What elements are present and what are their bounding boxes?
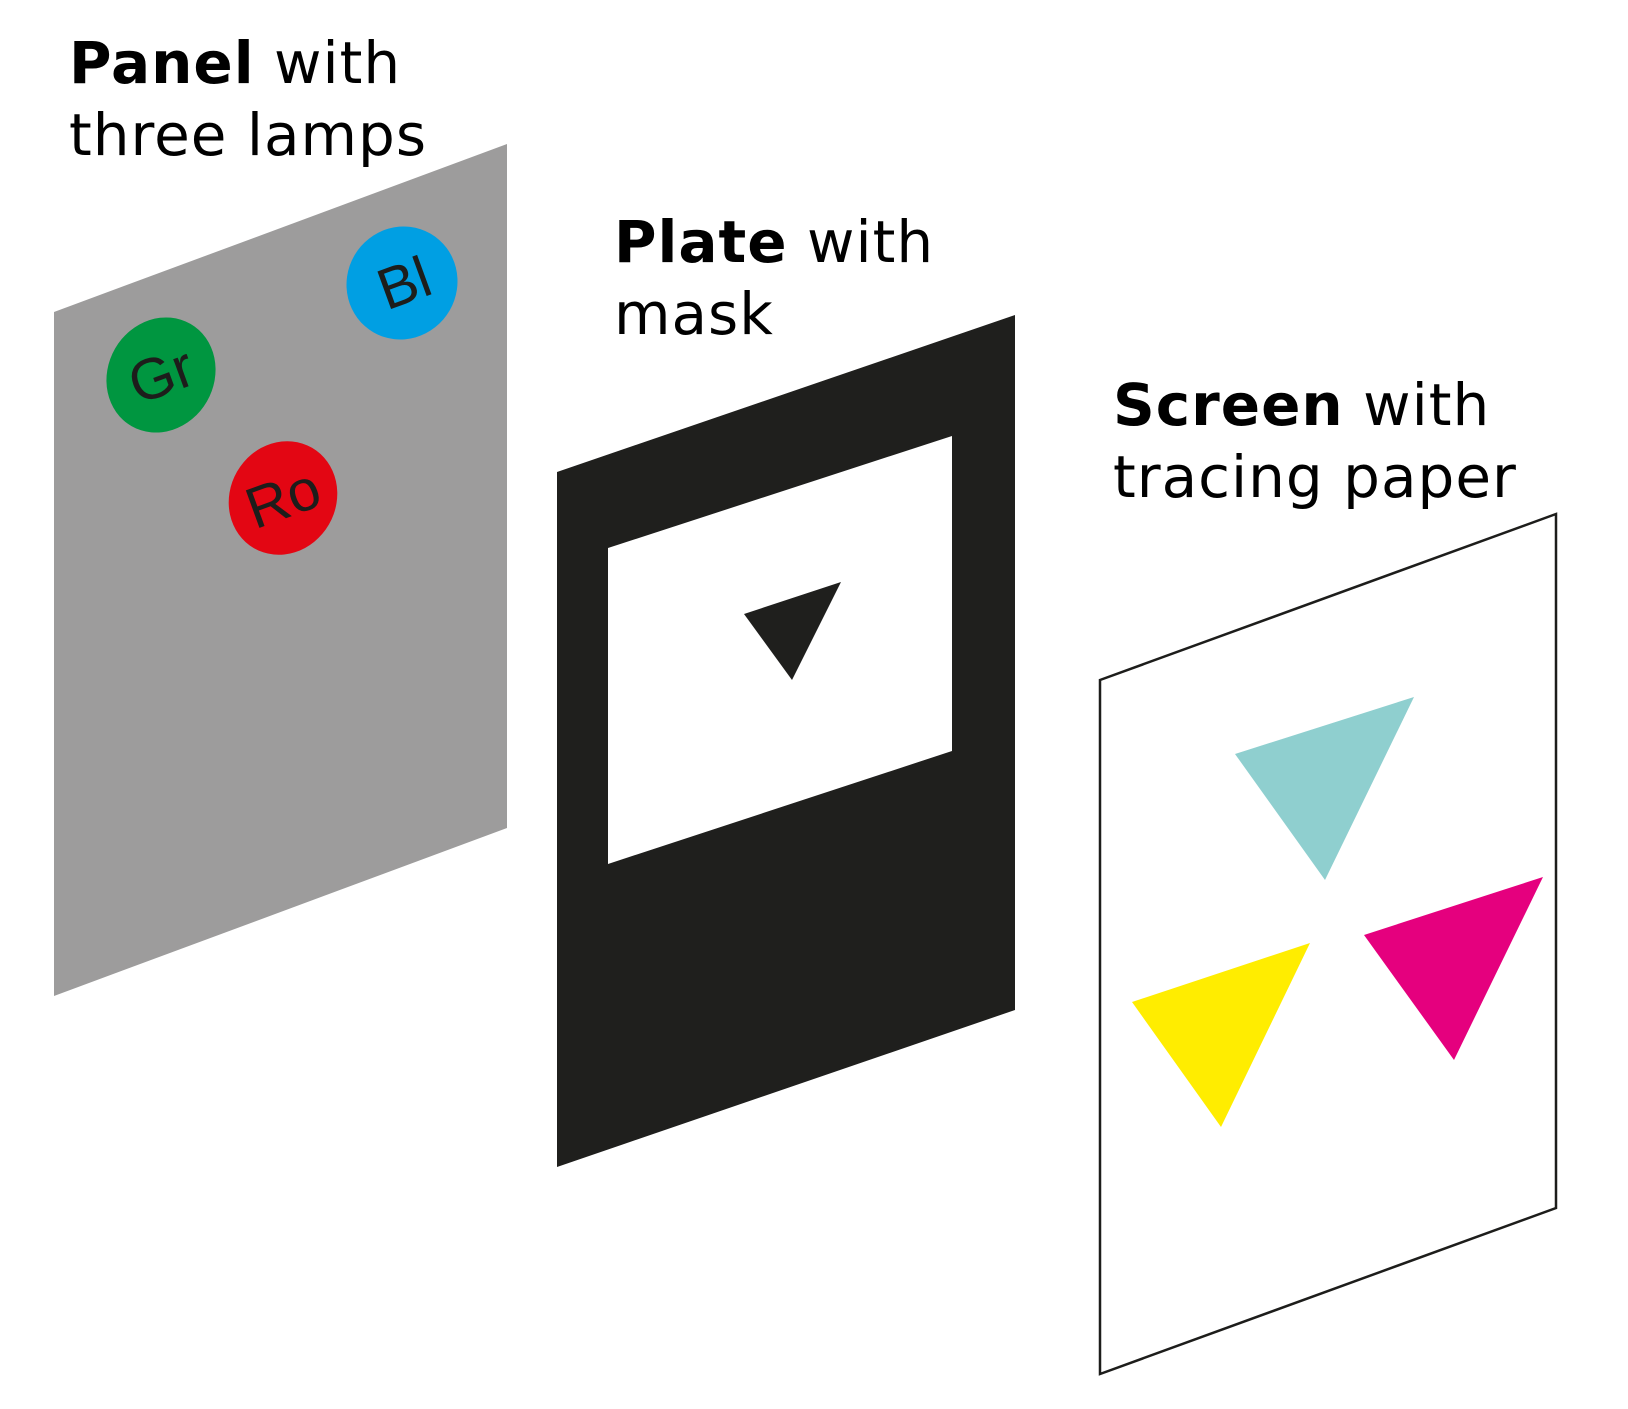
plate-title-rest: with (787, 208, 935, 276)
lamp-green (106, 317, 216, 433)
screen-caption: Screen with tracing paper (1113, 369, 1517, 513)
plate-title-line2: mask (614, 280, 774, 348)
lamp-blue (346, 226, 458, 340)
triangle-magenta (1364, 877, 1543, 1060)
screen-title-rest: with (1343, 371, 1491, 439)
screen-title-bold: Screen (1113, 371, 1344, 439)
mask-triangle (744, 582, 841, 680)
screen-board (1098, 512, 1558, 1376)
panel-title-rest: with (254, 29, 402, 97)
triangle-cyan (1235, 697, 1414, 880)
panel-title-bold: Panel (69, 29, 255, 97)
panel-caption: Panel with three lamps (69, 27, 427, 171)
triangle-yellow (1132, 943, 1310, 1127)
plate-caption: Plate with mask (614, 206, 934, 350)
screen-title-line2: tracing paper (1113, 443, 1517, 511)
panel-title-line2: three lamps (69, 101, 428, 169)
lamp-red (228, 441, 338, 555)
plate-title-bold: Plate (614, 208, 788, 276)
